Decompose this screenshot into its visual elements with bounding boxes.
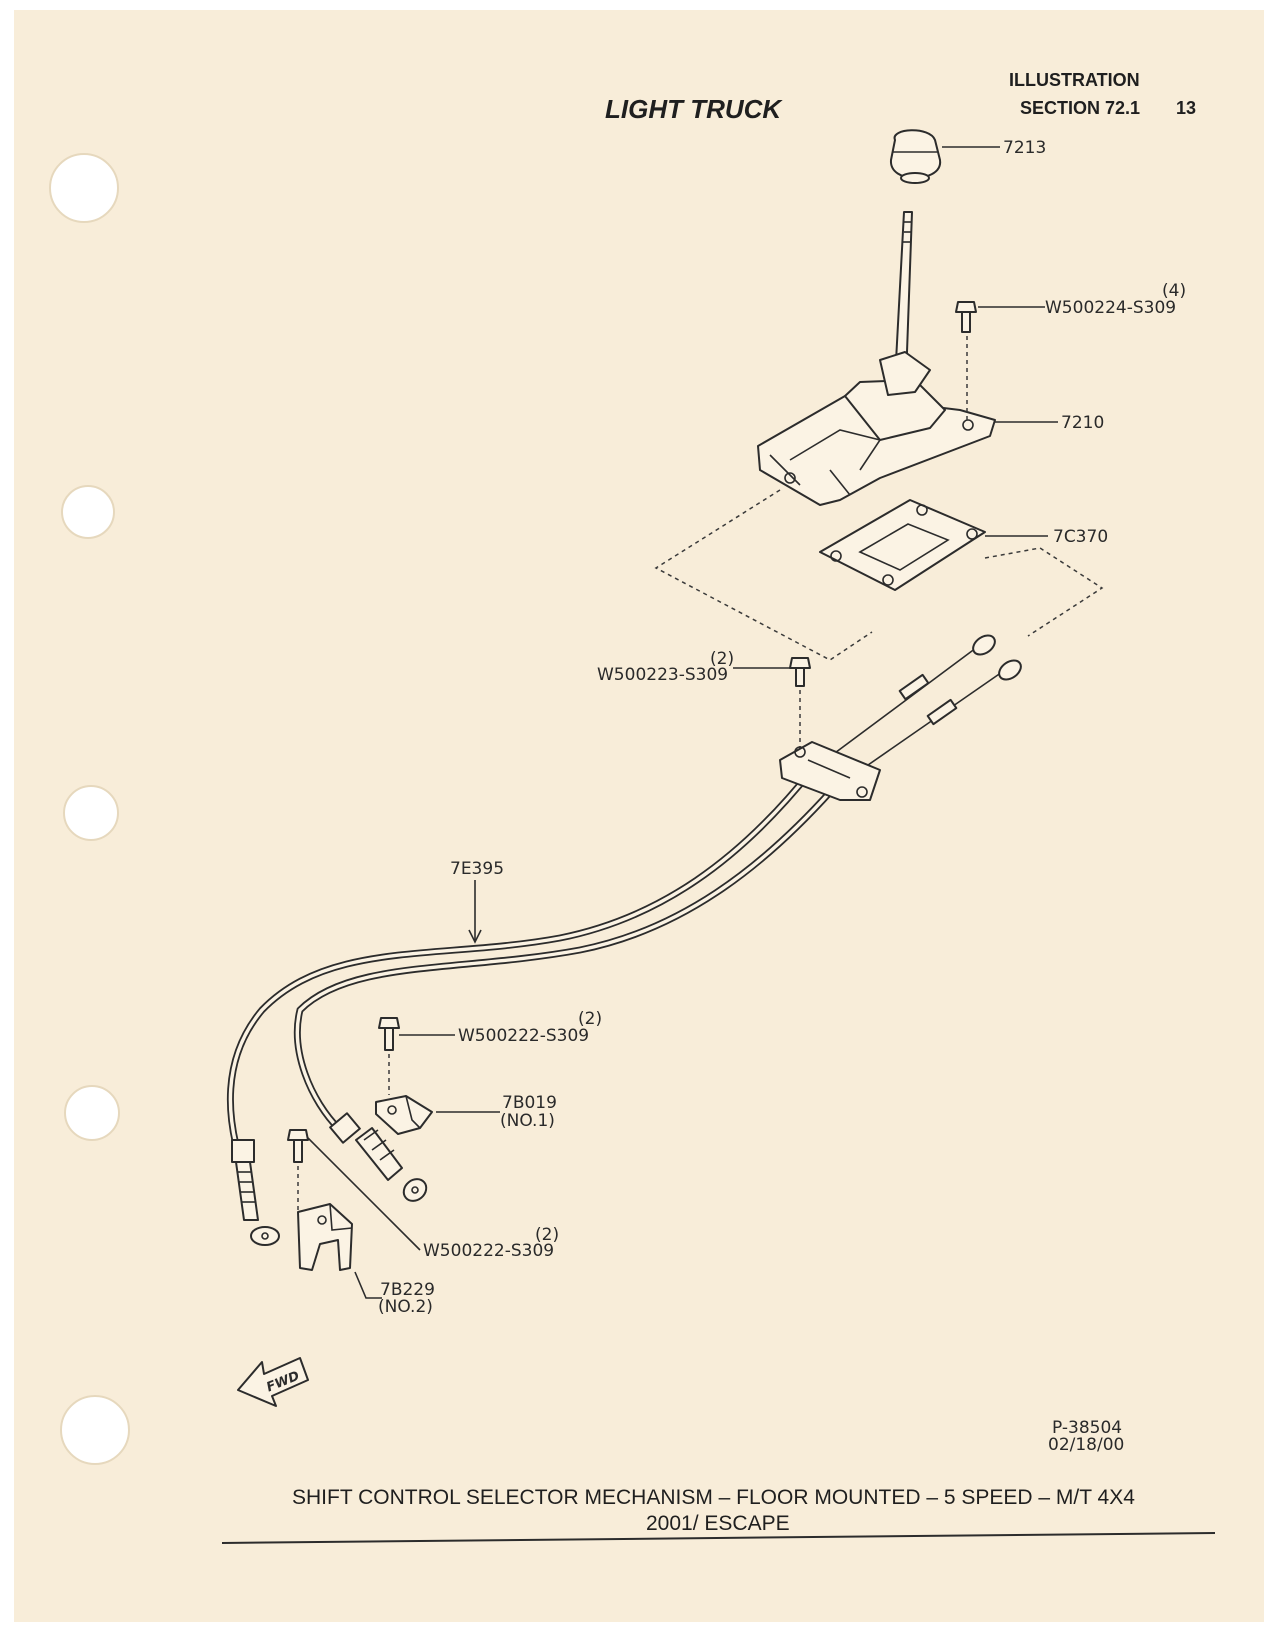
label-screw-bracket1: W500222-S309 xyxy=(458,1026,589,1046)
cable-assembly-icon xyxy=(226,634,1022,1246)
bracket2-icon xyxy=(297,1203,353,1271)
screw-bracket2-icon xyxy=(287,1129,309,1163)
caption-line1: SHIFT CONTROL SELECTOR MECHANISM – FLOOR… xyxy=(292,1486,1135,1509)
illustration-label: ILLUSTRATION xyxy=(1009,70,1140,90)
screw-top-icon xyxy=(955,301,977,333)
section-title: LIGHT TRUCK xyxy=(605,94,783,124)
qty-screw-bracket1: (2) xyxy=(578,1009,602,1029)
drawing-number: P-38504 xyxy=(1052,1418,1122,1438)
label-knob: 7213 xyxy=(1003,138,1046,158)
caption-line2: 2001/ ESCAPE xyxy=(646,1512,790,1535)
screw-mid-icon xyxy=(789,657,811,687)
qty-screw-top: (4) xyxy=(1162,281,1186,301)
punch-hole xyxy=(49,153,119,223)
note-bracket2: (NO.2) xyxy=(378,1297,433,1317)
screw-bracket1-icon xyxy=(378,1017,400,1051)
label-bracket1: 7B019 xyxy=(502,1093,557,1113)
punch-hole xyxy=(63,785,119,841)
note-bracket1: (NO.1) xyxy=(500,1111,555,1131)
label-housing: 7210 xyxy=(1061,413,1104,433)
label-screw-bracket2: W500222-S309 xyxy=(423,1241,554,1261)
section-label: SECTION 72.1 xyxy=(1020,98,1140,118)
punch-hole xyxy=(60,1395,130,1465)
punch-hole xyxy=(61,485,115,539)
leader-bracket2 xyxy=(354,1271,382,1299)
label-screw-top: W500224-S309 xyxy=(1045,298,1176,318)
leader-screw-bracket2 xyxy=(307,1137,421,1251)
bracket1-icon xyxy=(375,1095,433,1135)
label-bracket2: 7B229 xyxy=(380,1280,435,1300)
shifter-housing-icon xyxy=(757,351,996,506)
label-screw-mid: W500223-S309 xyxy=(597,665,728,685)
page-number: 13 xyxy=(1176,98,1196,118)
qty-screw-mid: (2) xyxy=(710,649,734,669)
gasket-icon xyxy=(819,499,986,591)
label-cable: 7E395 xyxy=(450,859,504,879)
drawing-date: 02/18/00 xyxy=(1048,1435,1124,1455)
binder-holes xyxy=(49,153,130,1465)
paper-sheet xyxy=(14,10,1264,1622)
punch-hole xyxy=(64,1085,120,1141)
shift-knob-icon xyxy=(889,129,942,184)
caption-rule xyxy=(221,1532,1216,1544)
label-gasket: 7C370 xyxy=(1053,527,1108,547)
qty-screw-bracket2: (2) xyxy=(535,1225,559,1245)
